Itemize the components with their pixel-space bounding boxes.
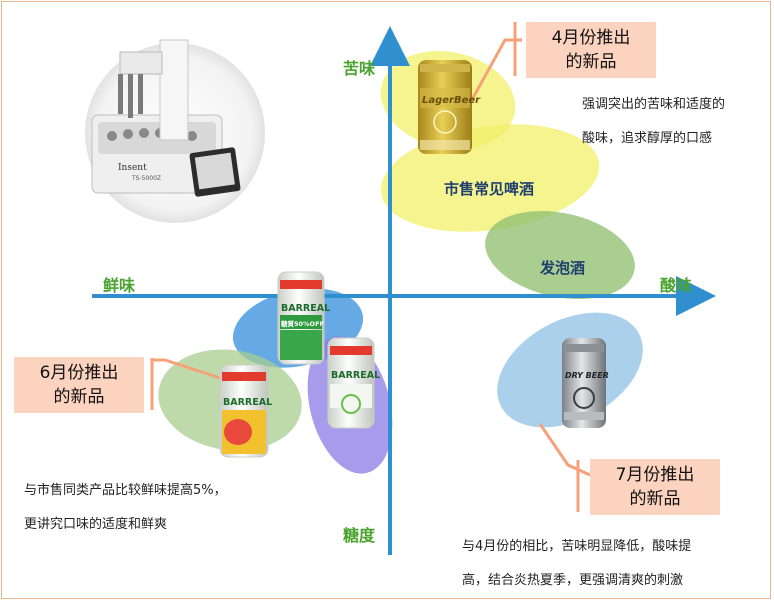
barreal-free-brand: BARREAL	[331, 370, 380, 381]
april-callout: 4月份推出 的新品	[526, 22, 656, 78]
barreal-free-can	[327, 337, 375, 429]
july-callout-line2: 的新品	[629, 489, 681, 509]
april-description-line1: 强调突出的苦味和适度的	[582, 97, 726, 112]
axis-label-bottom: 糖度	[343, 526, 376, 545]
analyzer-brand: Insent	[118, 163, 147, 173]
analyzer-model: TS-5000Z	[131, 175, 161, 182]
taste-analyzer-photo	[85, 39, 265, 223]
happoshu-ellipse	[485, 210, 635, 300]
july-description: 与4月份的相比，苦味明显降低，酸味提 高，结合炎热夏季，更强调清爽的刺激	[462, 530, 762, 598]
barreal-off-can	[277, 271, 325, 365]
cluster-label-common-beer: 市售常见啤酒	[444, 180, 535, 198]
axis-label-right: 酸味	[660, 276, 693, 295]
april-description-line2: 酸味，追求醇厚的口感	[582, 131, 713, 146]
july-callout-line1: 7月份推出	[615, 465, 695, 485]
july-description-line1: 与4月份的相比，苦味明显降低，酸味提	[462, 539, 692, 554]
june-description: 与市售同类产品比较鲜味提高5%， 更讲究口味的适度和鲜爽	[24, 474, 324, 542]
june-callout: 6月份推出 的新品	[14, 357, 144, 413]
barreal-june-brand: BARREAL	[223, 397, 272, 408]
cluster-label-happoshu: 发泡酒	[540, 259, 586, 277]
dry-beer-can	[562, 338, 606, 428]
june-connector	[152, 358, 221, 380]
barreal-off-badge: 糖質50%OFF	[281, 319, 324, 328]
april-description: 强调突出的苦味和适度的 酸味，追求醇厚的口感	[582, 88, 768, 156]
april-callout-line2: 的新品	[565, 52, 617, 72]
axis-label-top: 苦味	[343, 59, 376, 78]
barreal-off-brand: BARREAL	[281, 303, 330, 314]
barreal-june-can	[219, 364, 269, 458]
june-description-line1: 与市售同类产品比较鲜味提高5%，	[24, 483, 227, 498]
lager-beer-can	[418, 60, 472, 154]
june-description-line2: 更讲究口味的适度和鲜爽	[24, 517, 168, 532]
june-callout-line2: 的新品	[53, 387, 105, 407]
june-callout-line1: 6月份推出	[39, 363, 119, 383]
july-description-line2: 高，结合炎热夏季，更强调清爽的刺激	[462, 573, 684, 588]
axis-label-left: 鲜味	[103, 276, 136, 295]
april-callout-line1: 4月份推出	[551, 28, 631, 48]
july-connector	[538, 423, 591, 477]
july-callout: 7月份推出 的新品	[590, 459, 720, 515]
dry-can-label: DRY BEER	[565, 371, 609, 380]
lager-can-label: LagerBeer	[422, 95, 481, 106]
